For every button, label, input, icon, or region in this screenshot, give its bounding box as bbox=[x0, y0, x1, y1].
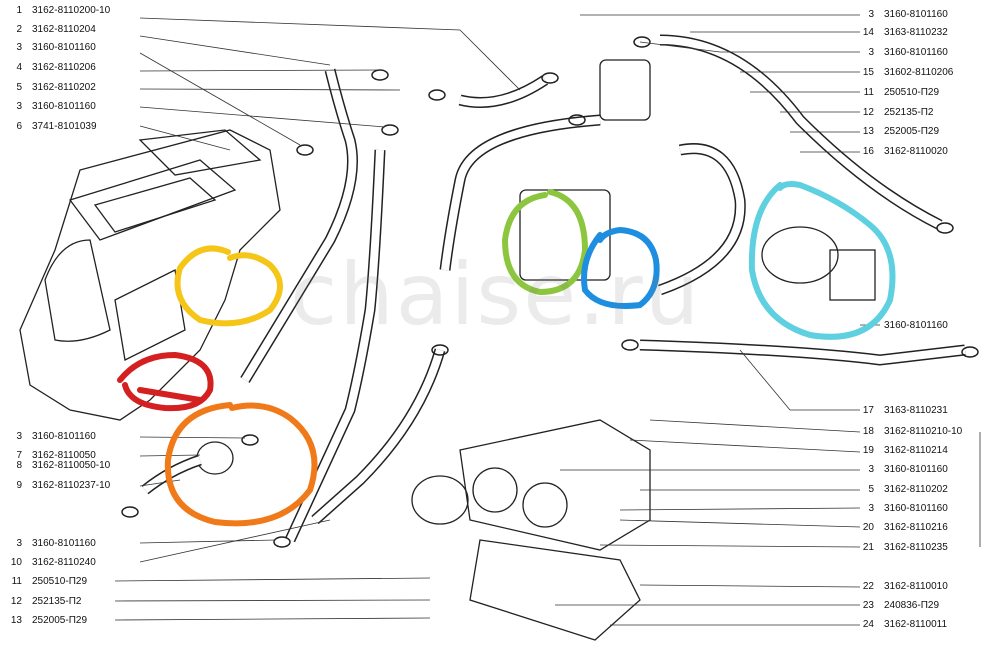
blue-highlight bbox=[581, 226, 660, 309]
electric-pump bbox=[761, 226, 839, 284]
red-highlight bbox=[117, 351, 214, 412]
watermark: chaise.ru bbox=[290, 245, 702, 345]
yellow-highlight bbox=[174, 245, 283, 327]
green-highlight bbox=[501, 189, 589, 296]
rear-heater-unit bbox=[459, 419, 651, 551]
small-pump bbox=[196, 441, 234, 475]
orange-highlight bbox=[164, 402, 318, 527]
right-label: 3160-8101160 bbox=[884, 320, 948, 331]
cyan-highlight bbox=[748, 181, 896, 340]
heater-housing bbox=[19, 129, 281, 421]
